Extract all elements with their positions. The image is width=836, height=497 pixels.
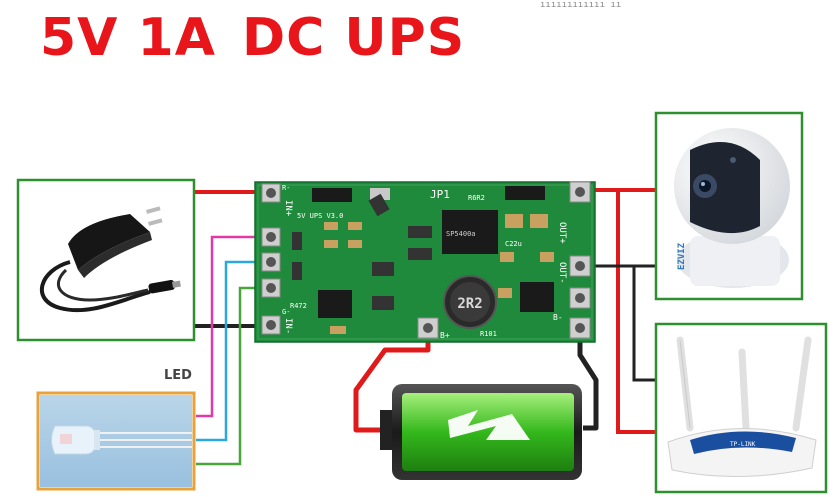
security-camera-icon bbox=[674, 128, 790, 288]
wires bbox=[195, 188, 656, 466]
right-pads bbox=[417, 181, 591, 339]
pin-label-out-plus: OUT+ bbox=[557, 222, 567, 244]
lightning-bolt-icon bbox=[448, 410, 530, 440]
wire-battery-negative bbox=[577, 330, 599, 431]
wire-led-pink bbox=[196, 235, 262, 418]
inductor: 2R2 bbox=[443, 275, 497, 329]
camera-brand: EZVIZ bbox=[677, 242, 687, 270]
wifi-router-icon bbox=[667, 336, 817, 477]
led-panel bbox=[36, 391, 196, 491]
resistor-label-r101: R101 bbox=[480, 330, 497, 338]
wire-out-positive-router bbox=[616, 190, 656, 434]
router-brand: TP-LINK bbox=[730, 441, 756, 448]
wire-led-green bbox=[196, 286, 262, 466]
wire-out-negative-router bbox=[632, 266, 656, 382]
wire-led-cyan bbox=[196, 260, 262, 442]
resistor-label-r6r2: R6R2 bbox=[468, 194, 485, 202]
pin-label-in-plus: IN+ bbox=[283, 200, 293, 217]
ups-board: 2R2 JP1 5V UPS V3.0 SP5400a C22u R472 R1… bbox=[254, 181, 596, 343]
top-watermark: ıııııııııııı ıı bbox=[540, 0, 622, 10]
pin-label-b-plus: B+ bbox=[440, 331, 450, 340]
inductor-label: 2R2 bbox=[457, 296, 482, 312]
pin-label-out-minus: OUT- bbox=[557, 262, 567, 284]
cap-label: C22u bbox=[505, 240, 522, 248]
resistor-label-r472: R472 bbox=[290, 302, 307, 310]
board-model-label: 5V UPS V3.0 bbox=[297, 212, 343, 220]
battery bbox=[380, 384, 582, 480]
router-panel: TP-LINK bbox=[654, 322, 828, 494]
title-part1: 5V 1A bbox=[40, 8, 216, 68]
led-label: LED bbox=[164, 368, 192, 383]
title-part2: DC UPS bbox=[241, 8, 466, 68]
left-pads bbox=[261, 183, 281, 335]
jumper-label: JP1 bbox=[430, 188, 450, 201]
wire-battery-positive bbox=[353, 330, 431, 433]
camera-panel: EZVIZ bbox=[654, 111, 804, 301]
smd-components bbox=[292, 186, 554, 334]
pin-label-b-minus: B- bbox=[553, 313, 563, 322]
pin-label-r-minus: R- bbox=[282, 184, 290, 192]
power-adapter-panel bbox=[16, 178, 196, 342]
led-icon bbox=[51, 425, 192, 455]
pin-label-g-minus: G- bbox=[282, 308, 290, 316]
page-title: 5V 1A DC UPS bbox=[40, 8, 465, 68]
power-adapter-icon bbox=[39, 206, 181, 313]
pin-label-in-minus: IN- bbox=[283, 318, 293, 334]
ic-label: SP5400a bbox=[446, 230, 476, 238]
